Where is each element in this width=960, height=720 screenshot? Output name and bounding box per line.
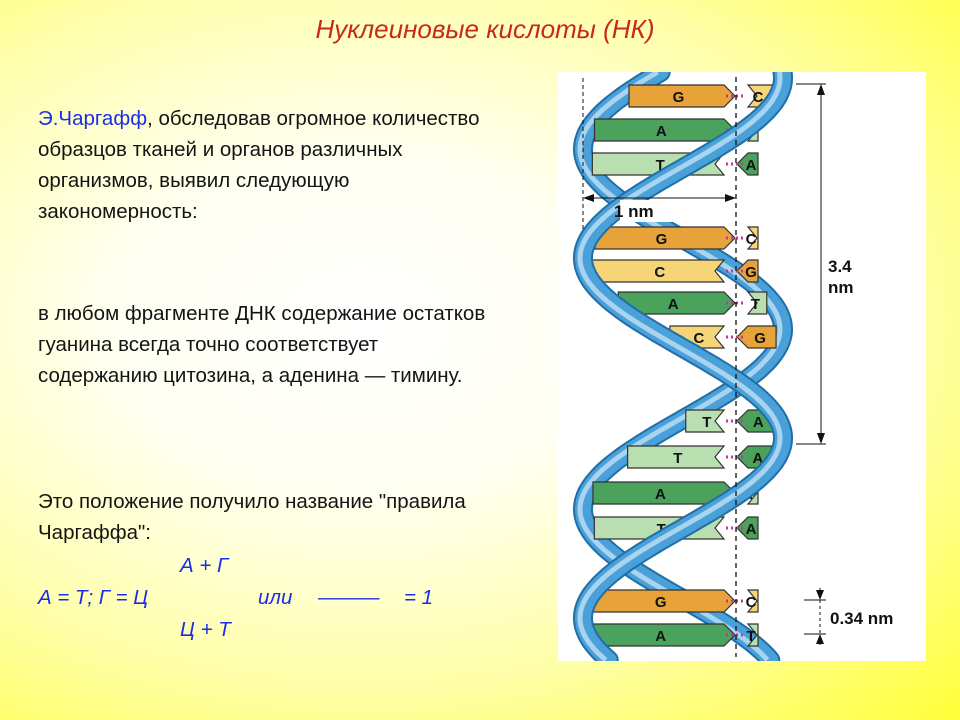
base-letter: A	[668, 296, 679, 313]
formula-equalities: А = Т; Г = Ц	[38, 586, 149, 609]
base-c	[746, 589, 759, 613]
helix-strand-a-highlight	[577, 72, 783, 661]
base-letter: T	[656, 157, 665, 174]
base-letter: A	[746, 157, 757, 174]
base-t	[685, 409, 726, 433]
base-g	[628, 84, 736, 108]
dna-front-strand	[572, 72, 794, 661]
base-g	[736, 325, 777, 349]
base-t	[746, 291, 768, 315]
base-a	[736, 152, 759, 176]
base-letter: C	[753, 89, 764, 106]
width-dimension: 1 nm	[582, 78, 736, 232]
base-letter: C	[694, 330, 705, 347]
base-t	[746, 623, 759, 647]
base-letter: A	[753, 414, 764, 431]
base-letter: A	[655, 486, 666, 503]
chargaff-intro-paragraph: Э.Чаргафф, обследовав огромное количеств…	[38, 103, 488, 227]
turn-label-value: 3.4	[828, 257, 852, 276]
formula-result: = 1	[404, 586, 434, 609]
base-letter: G	[745, 264, 757, 281]
base-letter: A	[752, 450, 763, 467]
base-g	[736, 259, 759, 283]
base-letter: A	[655, 628, 666, 645]
rule-name-paragraph: Это положение получило название "правила…	[38, 490, 466, 544]
intro-text: , обследовав огромное количество образцо…	[38, 107, 480, 223]
slide-title: Нуклеиновые кислоты (НК)	[315, 14, 655, 44]
base-letter: G	[673, 89, 685, 106]
dna-rule-paragraph: в любом фрагменте ДНК содержание остатко…	[38, 302, 486, 387]
base-letter: T	[702, 414, 711, 431]
formula-denominator: Ц + Т	[180, 618, 231, 641]
width-label: 1 nm	[614, 202, 654, 221]
base-letter: G	[754, 330, 766, 347]
base-letter: C	[654, 264, 665, 281]
base-letter: C	[746, 594, 757, 611]
base-c	[746, 226, 759, 250]
rise-label: 0.34 nm	[830, 609, 893, 628]
formula-or: или	[258, 586, 293, 609]
turn-dimension: 3.4 nm	[796, 83, 854, 445]
base-a	[736, 516, 759, 540]
base-letter: T	[673, 450, 682, 467]
base-letter: T	[746, 628, 755, 645]
base-letter: T	[751, 296, 760, 313]
base-letter: G	[655, 594, 667, 611]
formula-numerator: А + Г	[180, 554, 229, 577]
base-letter: C	[746, 231, 757, 248]
chargaff-name: Э.Чаргафф	[38, 107, 148, 130]
base-letter: G	[656, 231, 668, 248]
rise-dimension: 0.34 nm	[804, 588, 893, 646]
base-letter: A	[746, 521, 757, 538]
turn-label-unit: nm	[828, 278, 854, 297]
base-letter: A	[656, 123, 667, 140]
base-t	[627, 445, 726, 469]
formula-fraction-bar: ———	[318, 586, 380, 609]
